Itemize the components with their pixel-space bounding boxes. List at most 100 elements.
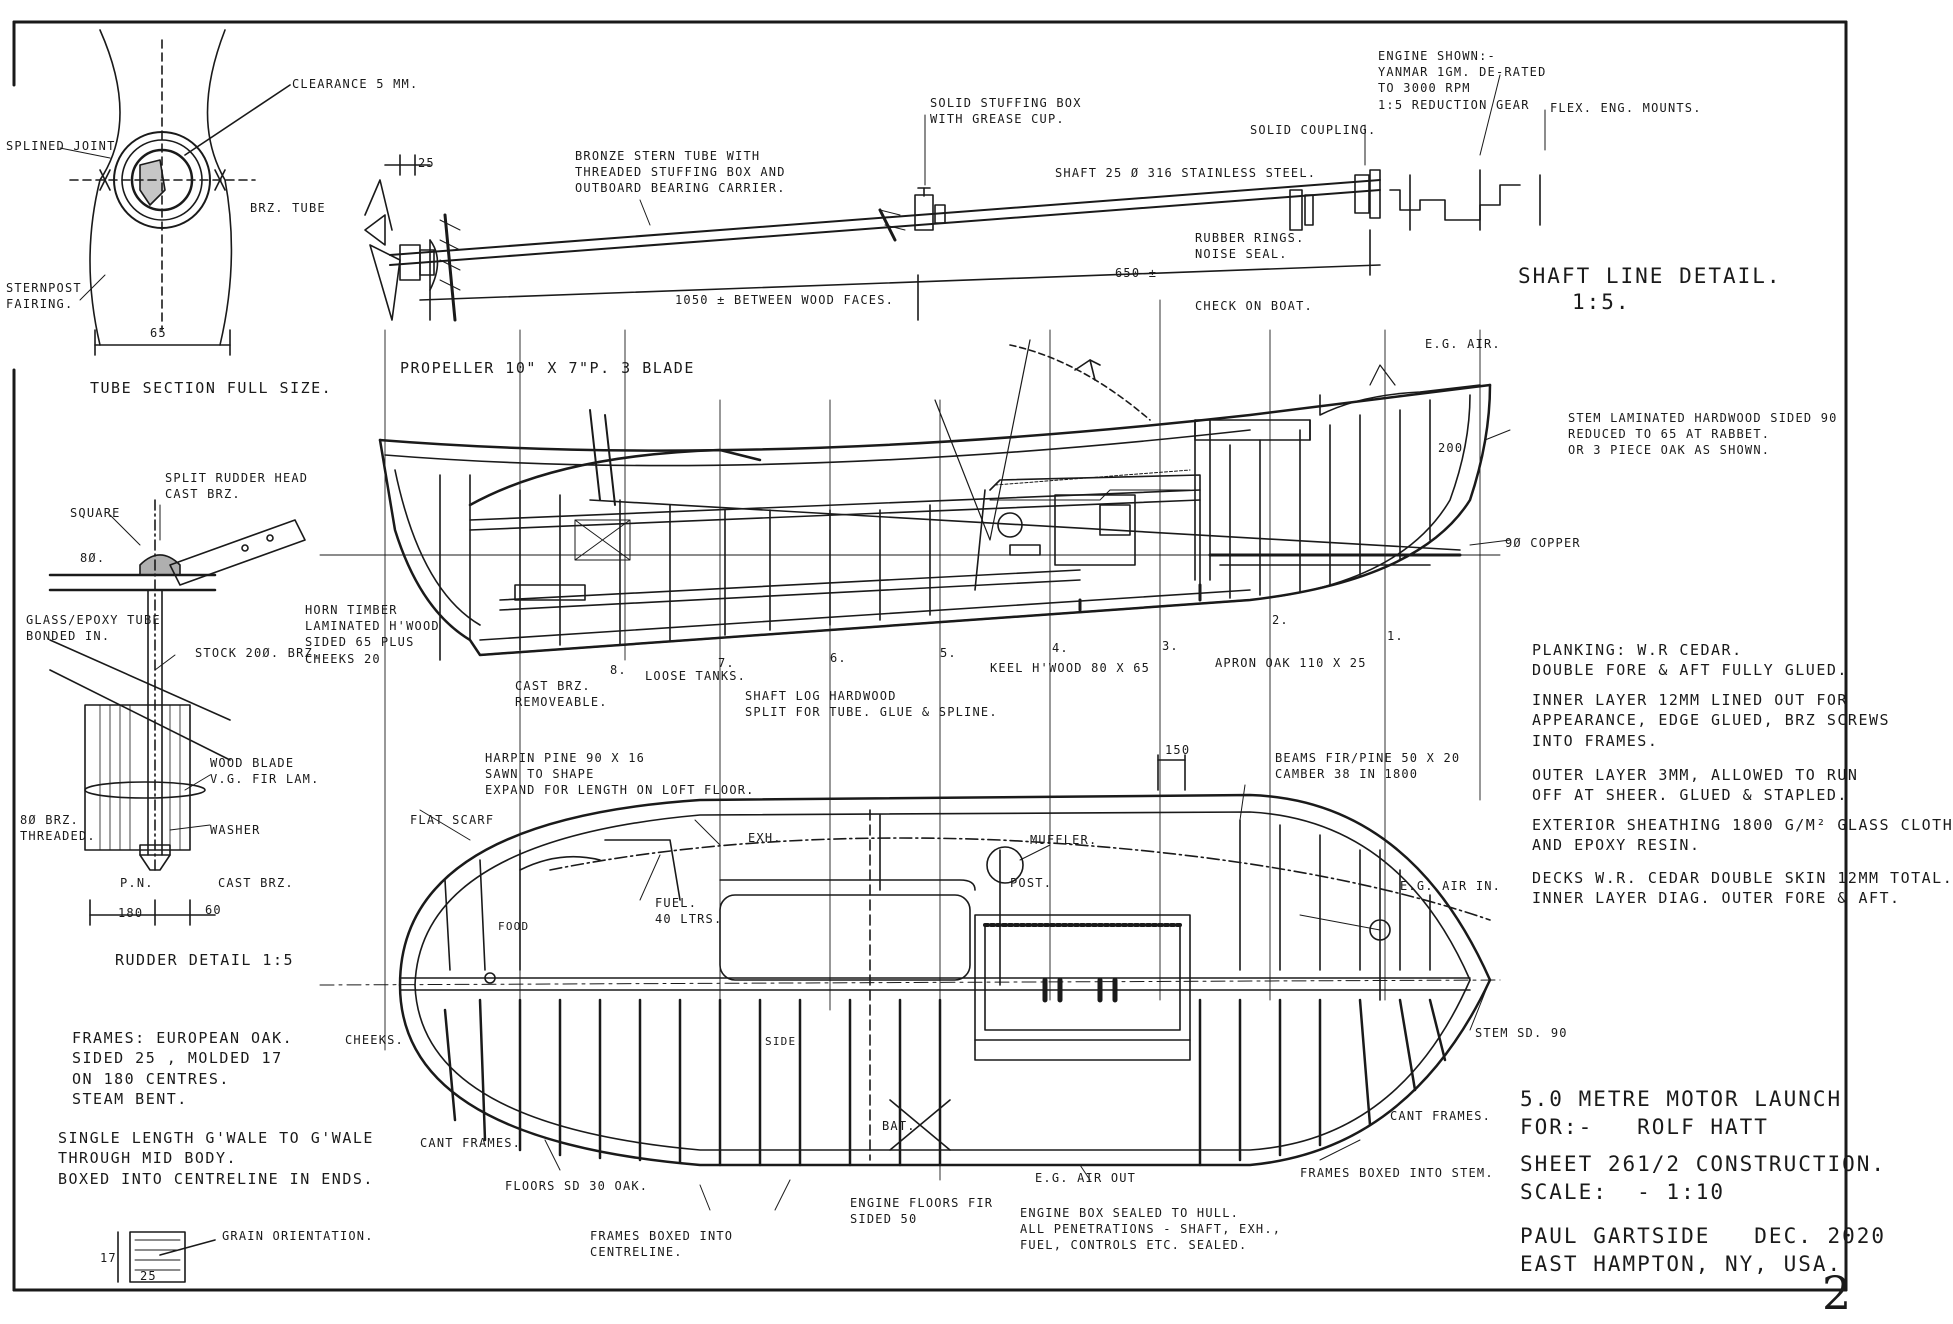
- label-apron: Apron Oak 110 x 25: [1215, 656, 1367, 670]
- station-lines: [320, 300, 1500, 1180]
- label-cant-frames-left: Cant Frames.: [420, 1136, 522, 1150]
- label-eng-air-out: E.G. Air Out: [1035, 1171, 1137, 1185]
- grain-orientation-sketch: [118, 1232, 215, 1290]
- boat-profile-drawing: [380, 340, 1490, 660]
- label-rubber-rings: Rubber Rings. Noise Seal.: [1195, 231, 1305, 262]
- sheet-number: 2: [1822, 1266, 1852, 1320]
- label-fuel: Fuel. 40 Ltrs.: [655, 896, 723, 927]
- sheet-border: [14, 22, 1846, 1290]
- label-flex-mounts: Flex. Eng. Mounts.: [1550, 101, 1702, 115]
- shaft-line-drawing: [365, 155, 1540, 320]
- label-shaft-line-title: Shaft Line Detail.: [1518, 264, 1782, 288]
- label-station-3: 3.: [1162, 639, 1179, 653]
- label-decks: Decks W.R. Cedar Double Skin 12mm Total.…: [1532, 869, 1953, 908]
- title-block-location: East Hampton, NY, USA.: [1520, 1252, 1843, 1276]
- label-propeller: Propeller 10" x 7"P. 3 Blade: [400, 359, 695, 377]
- label-frames-boxed-centreline: Frames Boxed Into Centreline.: [590, 1229, 734, 1260]
- label-eng-air-top: E.G. Air.: [1425, 337, 1501, 351]
- label-post: Post.: [1010, 876, 1053, 890]
- label-shaft-spec: Shaft 25 ø 316 Stainless Steel.: [1055, 166, 1317, 180]
- label-dim-65: 65: [150, 326, 167, 340]
- label-flat-scarf: Flat Scarf: [410, 813, 495, 827]
- label-planking: Planking: W.R Cedar. Double Fore & Aft F…: [1532, 641, 1848, 680]
- label-cant-frames-right: Cant Frames.: [1390, 1109, 1492, 1123]
- label-bat: Bat.: [882, 1119, 916, 1133]
- label-station-7: 7.: [718, 656, 735, 670]
- label-outer-layer: Outer Layer 3mm, Allowed To Run Off At S…: [1532, 766, 1859, 805]
- tube-section-drawing: [70, 30, 290, 355]
- label-square: Square: [70, 506, 121, 520]
- label-dim-1050: 1050 ± Between Wood Faces.: [675, 293, 895, 307]
- label-dim-180: 180: [118, 906, 144, 920]
- label-dim-17: 17: [100, 1251, 117, 1265]
- label-muffler: Muffler.: [1030, 833, 1098, 847]
- label-exterior: Exterior Sheathing 1800 g/m² Glass Cloth…: [1532, 816, 1953, 855]
- leader-lines: [60, 75, 1545, 1210]
- label-station-2: 2.: [1272, 613, 1289, 627]
- label-solid-coupling: Solid Coupling.: [1250, 123, 1377, 137]
- label-harpin: Harpin Pine 90 x 16 Sawn To Shape Expand…: [485, 751, 755, 798]
- label-dim-650: 650 ±: [1115, 266, 1158, 280]
- title-block-sheet: Sheet 261/2 Construction.: [1520, 1152, 1887, 1176]
- label-wood-blade: Wood Blade V.G. Fir Lam.: [210, 756, 320, 787]
- label-rudder-detail: Rudder Detail 1:5: [115, 951, 295, 969]
- label-stem-sd: Stem Sd. 90: [1475, 1026, 1568, 1040]
- label-washer: Washer: [210, 823, 261, 837]
- label-grain-orientation: Grain Orientation.: [222, 1229, 374, 1243]
- label-stuffing-box: Solid Stuffing Box With Grease Cup.: [930, 96, 1082, 127]
- label-engine-shown: Engine Shown:- Yanmar 1GM. De-Rated To 3…: [1378, 49, 1547, 112]
- label-check-on-boat: Check On Boat.: [1195, 299, 1313, 313]
- label-pin: P.N.: [120, 876, 154, 890]
- label-inner-layer: Inner Layer 12mm Lined Out For Appearanc…: [1532, 691, 1891, 750]
- label-beams: Beams Fir/Pine 50 x 20 Camber 38 In 1800: [1275, 751, 1461, 782]
- construction-drawing: [0, 0, 1860, 1313]
- label-cast-brz-removeable: Cast Brz. Removeable.: [515, 679, 608, 710]
- label-glass-epoxy-tube: Glass/Epoxy Tube Bonded In.: [26, 613, 161, 644]
- label-horn-timber: Horn Timber Laminated H'Wood Sided 65 Pl…: [305, 603, 440, 666]
- label-brz-tube: Brz. Tube: [250, 201, 326, 215]
- label-exh: Exh.: [748, 831, 782, 845]
- label-station-1: 1.: [1387, 629, 1404, 643]
- label-station-4: 4.: [1052, 641, 1069, 655]
- label-keel: Keel H'Wood 80 x 65: [990, 661, 1151, 675]
- label-dim-25b: 25: [140, 1269, 157, 1283]
- label-clearance: Clearance 5 mm.: [292, 77, 419, 91]
- label-dim-8b: 8ø Brz. Threaded.: [20, 813, 96, 844]
- label-side: Side.: [765, 1035, 805, 1048]
- label-dim-25: 25: [418, 156, 435, 170]
- label-food: Food: [498, 920, 530, 933]
- label-shaft-line-scale: 1:5.: [1572, 290, 1631, 314]
- label-station-6: 6.: [830, 651, 847, 665]
- label-dim-200: 200: [1438, 441, 1464, 455]
- title-block-scale: Scale: - 1:10: [1520, 1180, 1726, 1204]
- label-single-length: Single Length G'Wale To G'Wale Through M…: [58, 1129, 374, 1188]
- label-station-8: 8.: [610, 663, 627, 677]
- label-shaft-log: Shaft Log Hardwood Split For Tube. Glue …: [745, 689, 998, 720]
- label-dim-60: 60: [205, 903, 222, 917]
- label-cheeks: Cheeks.: [345, 1033, 404, 1047]
- label-stock: Stock 20ø. Brz.: [195, 646, 322, 660]
- label-frames-spec: Frames: European Oak. Sided 25 , Molded …: [72, 1029, 294, 1108]
- title-block-title: 5.0 Metre Motor Launch: [1520, 1087, 1843, 1111]
- label-copper: 9ø Copper: [1505, 536, 1581, 550]
- label-dim-8a: 8ø.: [80, 551, 106, 565]
- label-engine-floors: Engine Floors Fir Sided 50: [850, 1196, 994, 1227]
- label-tube-section: Tube Section Full Size.: [90, 379, 333, 397]
- label-loose-tanks: Loose Tanks.: [645, 669, 747, 683]
- label-floors: Floors Sd 30 Oak.: [505, 1179, 649, 1193]
- label-cast-brz: Cast Brz.: [218, 876, 294, 890]
- label-frames-boxed-stem: Frames Boxed Into Stem.: [1300, 1166, 1494, 1180]
- label-dim-150: 150: [1165, 743, 1191, 757]
- title-block-designer: Paul Gartside Dec. 2020: [1520, 1224, 1887, 1248]
- label-splined-joint: Splined Joint: [6, 139, 116, 153]
- boat-plan-drawing: [320, 755, 1500, 1165]
- label-engine-box: Engine Box Sealed To Hull. All Penetrati…: [1020, 1206, 1282, 1253]
- label-stem-laminated: Stem Laminated Hardwood Sided 90 Reduced…: [1568, 411, 1838, 458]
- label-eng-air-in: E.G. Air In.: [1400, 879, 1502, 893]
- label-sternpost-fairing: Sternpost Fairing.: [6, 281, 82, 312]
- label-station-5: 5.: [940, 646, 957, 660]
- label-split-rudder-head: Split Rudder Head Cast Brz.: [165, 471, 309, 502]
- label-bronze-stern-tube: Bronze Stern Tube With Threaded Stuffing…: [575, 149, 786, 196]
- rudder-detail-drawing: [50, 500, 305, 925]
- title-block-client: For:- Rolf Hatt: [1520, 1115, 1769, 1139]
